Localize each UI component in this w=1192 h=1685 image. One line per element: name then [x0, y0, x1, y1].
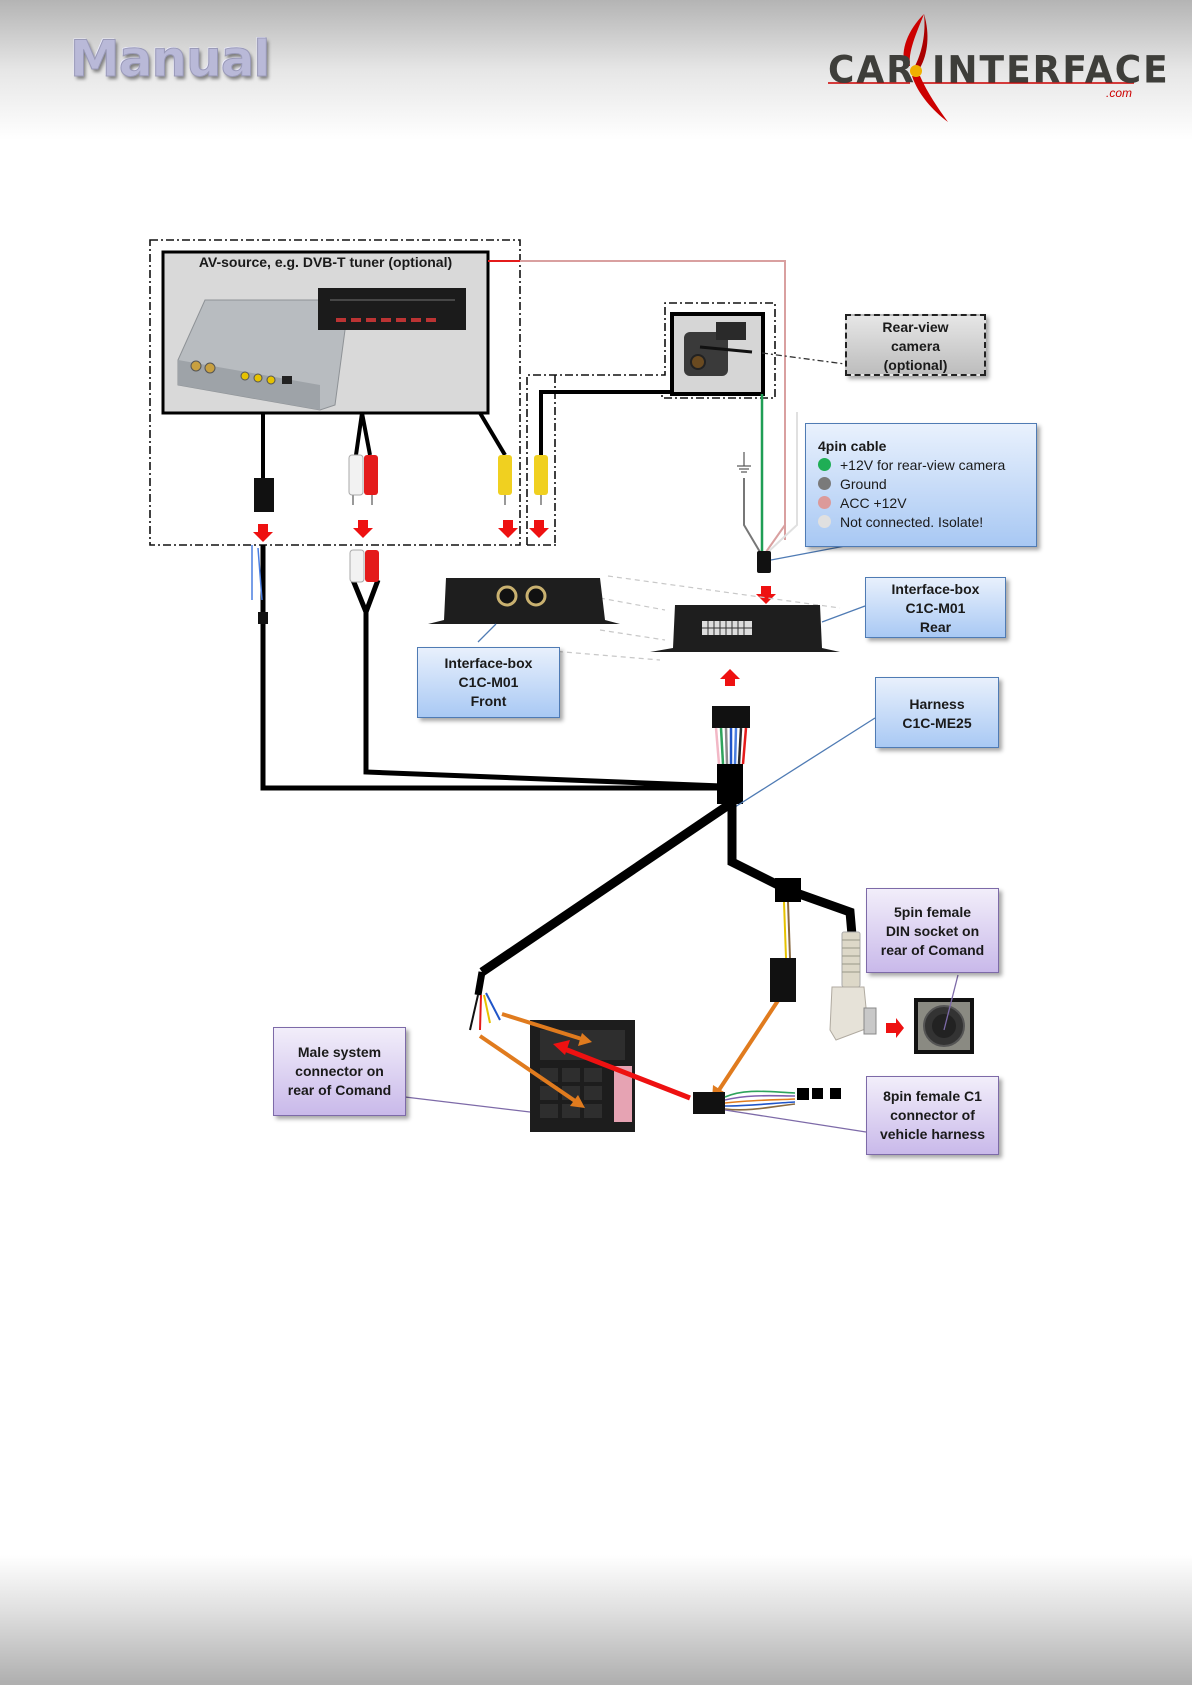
ground-symbol-icon [737, 452, 751, 473]
grey-dot-icon [818, 477, 831, 490]
logo-swoosh-icon [828, 14, 1134, 122]
legend-label: Ground [840, 475, 887, 492]
rca-red-jack-icon [365, 550, 379, 582]
logo-left-word: CAR [828, 48, 917, 93]
callout-line: (optional) [883, 357, 948, 373]
male-connector-callout: Male system connector on rear of Comand [273, 1027, 406, 1116]
interface-box-rear-callout: Interface-box C1C-M01 Rear [865, 577, 1006, 638]
down-arrows [253, 520, 776, 604]
legend-label: +12V for rear-view camera [840, 456, 1006, 473]
pink-dot-icon [818, 496, 831, 509]
callout-line: 5pin female [893, 904, 972, 920]
branch-cable [727, 804, 857, 936]
callout-line: rear of Comand [880, 942, 985, 958]
callout-line: connector of [890, 1107, 975, 1123]
legend-row: Ground [818, 474, 1036, 493]
tuner-control-panel-icon [318, 288, 466, 330]
8pin-female-connector-icon [693, 1092, 725, 1114]
din-socket-callout: 5pin female DIN socket on rear of Comand [866, 888, 999, 973]
small-plug-icon [770, 958, 796, 1002]
callout-line: rear of Comand [287, 1082, 392, 1098]
callout-line: Rear-view [882, 319, 949, 335]
callout-line: C1C-M01 [458, 674, 519, 690]
rca-yellow-plug-icon [498, 455, 512, 495]
acc-wire [520, 260, 786, 540]
callout-line: Interface-box [891, 581, 980, 597]
callout-line: C1C-M01 [905, 600, 966, 616]
camera-group-outline [526, 302, 776, 545]
rca-white-jack-icon [349, 549, 365, 583]
harness-plug-icon [712, 706, 750, 728]
up-arrow [720, 669, 740, 686]
white-dot-icon [818, 515, 831, 528]
callout-line: vehicle harness [879, 1126, 986, 1142]
callout-line: Harness [909, 696, 965, 712]
callout-line: Rear [919, 619, 952, 635]
logo-suffix: .com [1105, 86, 1132, 100]
manual-title: Manual [70, 30, 272, 89]
callout-line: Interface-box [444, 655, 533, 671]
callout-line: DIN socket on [885, 923, 980, 939]
audio-cable [363, 612, 723, 789]
4pin-cable-legend: 4pin cable +12V for rear-view camera Gro… [805, 423, 1037, 547]
legend-label: ACC +12V [840, 494, 907, 511]
unused-wire [767, 412, 798, 553]
callout-line: Front [470, 693, 507, 709]
power-cable [260, 545, 722, 791]
callout-line: connector on [295, 1063, 384, 1079]
legend-row: +12V for rear-view camera [818, 455, 1036, 474]
callout-line: Male system [297, 1044, 382, 1060]
power-plug-icon [254, 478, 274, 512]
green-dot-icon [818, 458, 831, 471]
legend-label: Not connected. Isolate! [840, 513, 984, 530]
callout-line: C1C-ME25 [902, 715, 972, 731]
legend-row: Not connected. Isolate! [818, 512, 1036, 531]
av-source-group-outline [149, 239, 521, 546]
callout-line: camera [890, 338, 941, 354]
rca-yellow-plug-camera-icon [534, 455, 548, 495]
rca-white-plug-icon [348, 454, 364, 496]
main-harness-cable [479, 800, 733, 976]
av-source-title: AV-source, e.g. DVB-T tuner (optional) [198, 254, 453, 270]
logo-right-word: INTERFACE [932, 48, 1170, 93]
legend-title: 4pin cable [818, 438, 887, 454]
right-arrow [886, 1018, 904, 1038]
rca-red-plug-icon [364, 455, 378, 495]
c1-connector-callout: 8pin female C1 connector of vehicle harn… [866, 1076, 999, 1155]
interface-box-front-icon [428, 578, 620, 624]
ground-wire [743, 478, 761, 553]
harness-callout: Harness C1C-ME25 [875, 677, 999, 748]
rear-camera-callout: Rear-view camera (optional) [845, 314, 986, 376]
interface-box-front-callout: Interface-box C1C-M01 Front [417, 647, 560, 718]
car-interface-logo: CAR INTERFACE .com [820, 10, 1168, 130]
callout-line: 8pin female C1 [883, 1088, 982, 1104]
legend-row: ACC +12V [818, 493, 1036, 512]
4pin-plug-icon [757, 551, 771, 573]
